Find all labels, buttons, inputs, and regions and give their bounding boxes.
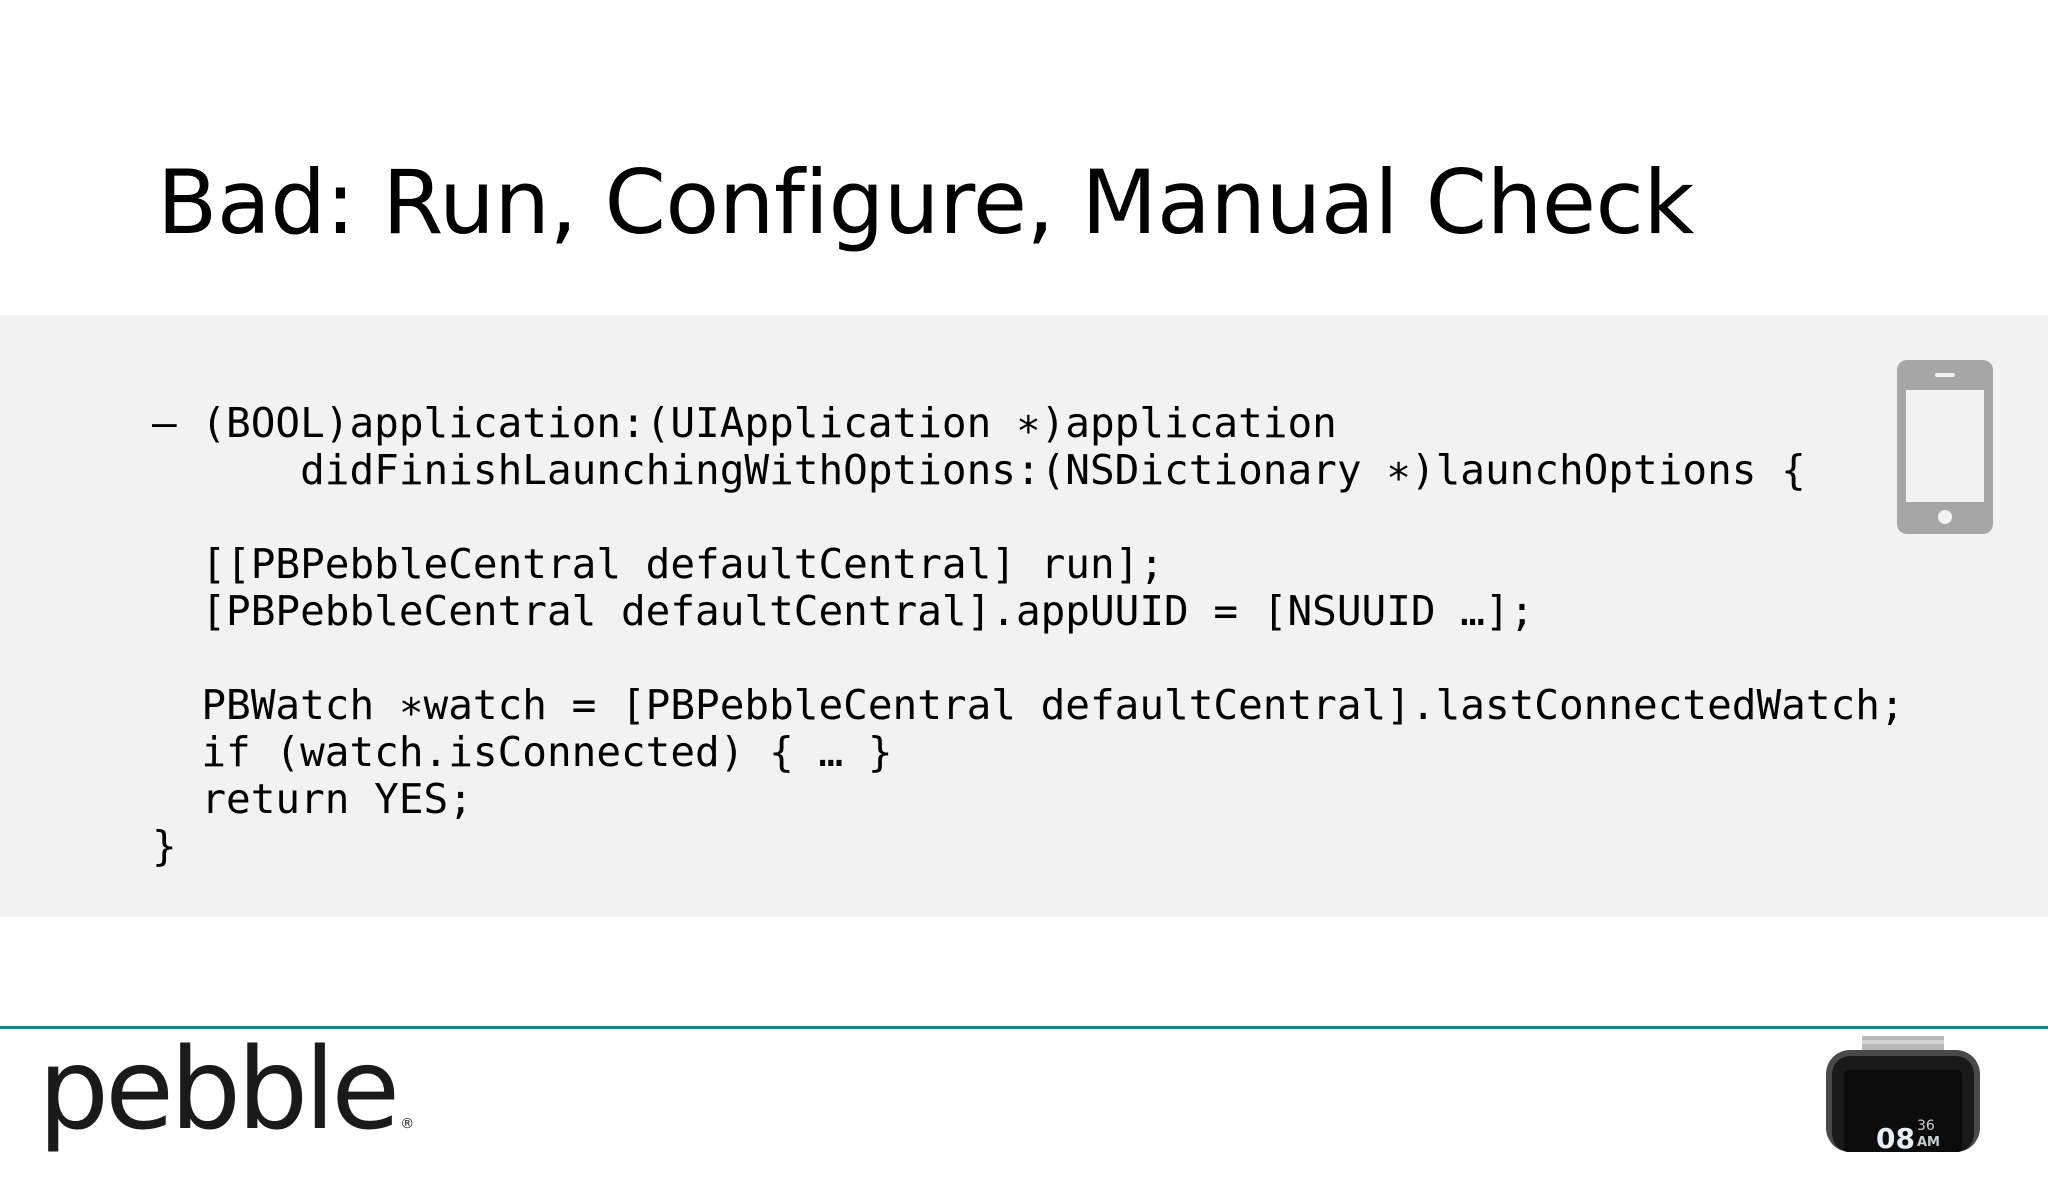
- code-line: [[PBPebbleCentral defaultCentral] run];: [152, 540, 1165, 588]
- code-line: }: [152, 822, 177, 870]
- code-line: PBWatch ∗watch = [PBPebbleCentral defaul…: [152, 681, 1905, 729]
- logo-text: pebble: [38, 1025, 400, 1155]
- watch-hour: 08: [1876, 1122, 1915, 1152]
- smartphone-icon: [1897, 360, 1993, 534]
- footer-rule: [0, 1026, 2048, 1029]
- watch-ampm: AM: [1917, 1135, 1940, 1150]
- code-line: [PBPebbleCentral defaultCentral].appUUID…: [152, 587, 1535, 635]
- code-line: if (watch.isConnected) { … }: [152, 728, 893, 776]
- watch-minute: 36: [1917, 1118, 1935, 1134]
- code-line: [152, 494, 1905, 541]
- code-line: – (BOOL)application:(UIApplication ∗)app…: [152, 399, 1337, 447]
- slide-title: Bad: Run, Configure, Manual Check: [157, 151, 1694, 254]
- code-line: didFinishLaunchingWithOptions:(NSDiction…: [152, 446, 1806, 494]
- code-block: – (BOOL)application:(UIApplication ∗)app…: [152, 400, 1905, 870]
- code-line: return YES;: [152, 775, 473, 823]
- pebble-watch-image: 08 36 AM: [1826, 1036, 1980, 1152]
- pebble-logo: pebble®: [38, 1030, 414, 1184]
- code-line: [152, 635, 1905, 682]
- registered-mark: ®: [400, 1116, 415, 1132]
- code-panel: – (BOOL)application:(UIApplication ∗)app…: [0, 315, 2048, 917]
